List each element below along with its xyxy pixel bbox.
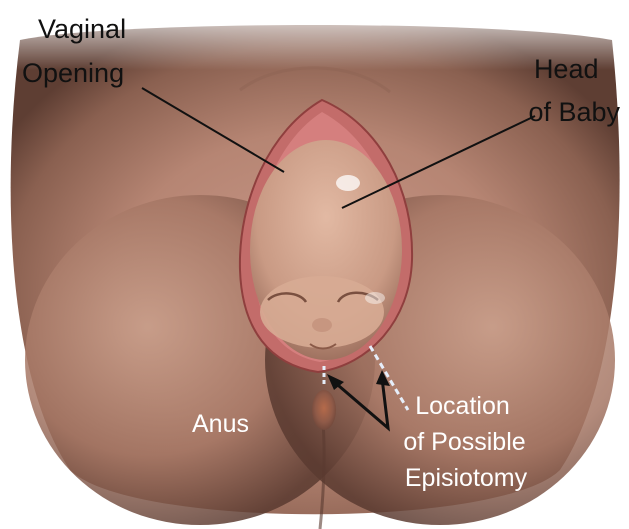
label-episiotomy: Location of Possible Episiotomy [403,392,532,492]
label-anus: Anus [192,410,249,438]
anus [312,390,336,430]
head-highlight [336,175,360,191]
